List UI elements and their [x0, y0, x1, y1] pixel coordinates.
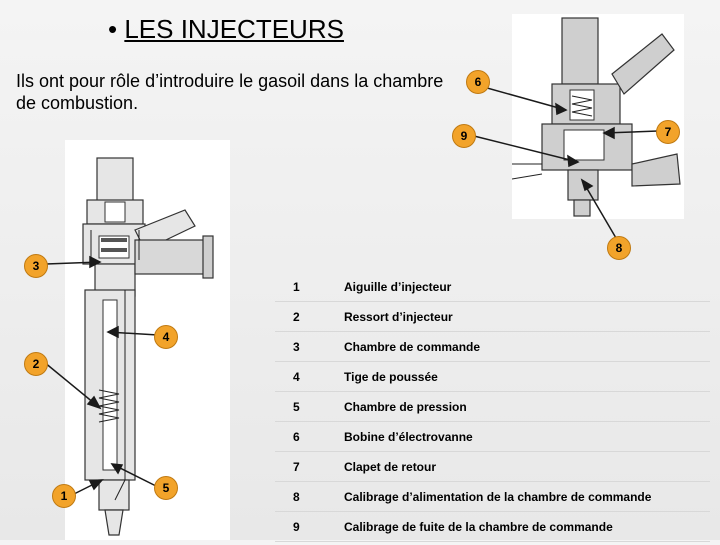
badge-4: 4: [154, 325, 178, 349]
legend-number: 4: [275, 362, 340, 392]
legend-label: Clapet de retour: [340, 452, 710, 482]
badge-9: 9: [452, 124, 476, 148]
badge-6: 6: [466, 70, 490, 94]
legend-label: Calibrage de fuite de la chambre de comm…: [340, 512, 710, 542]
leader-9: [470, 135, 578, 162]
legend-number: 2: [275, 302, 340, 332]
legend-number: 3: [275, 332, 340, 362]
legend-label: Chambre de commande: [340, 332, 710, 362]
legend-label: Calibrage d’alimentation de la chambre d…: [340, 482, 710, 512]
legend-number: 1: [275, 272, 340, 302]
legend-label: Ressort d’injecteur: [340, 302, 710, 332]
legend-label: Chambre de pression: [340, 392, 710, 422]
badge-3: 3: [24, 254, 48, 278]
legend-number: 6: [275, 422, 340, 452]
legend-row: 4 Tige de poussée: [275, 362, 710, 392]
leader-6: [480, 86, 566, 110]
badge-1: 1: [52, 484, 76, 508]
legend-label: Bobine d’électrovanne: [340, 422, 710, 452]
legend-number: 5: [275, 392, 340, 422]
badge-2: 2: [24, 352, 48, 376]
badge-7: 7: [656, 120, 680, 144]
legend-number: 7: [275, 452, 340, 482]
legend-label: Tige de poussée: [340, 362, 710, 392]
legend-label: Aiguille d’injecteur: [340, 272, 710, 302]
badge-5: 5: [154, 476, 178, 500]
legend-number: 8: [275, 482, 340, 512]
legend-number: 9: [275, 512, 340, 542]
badge-8: 8: [607, 236, 631, 260]
